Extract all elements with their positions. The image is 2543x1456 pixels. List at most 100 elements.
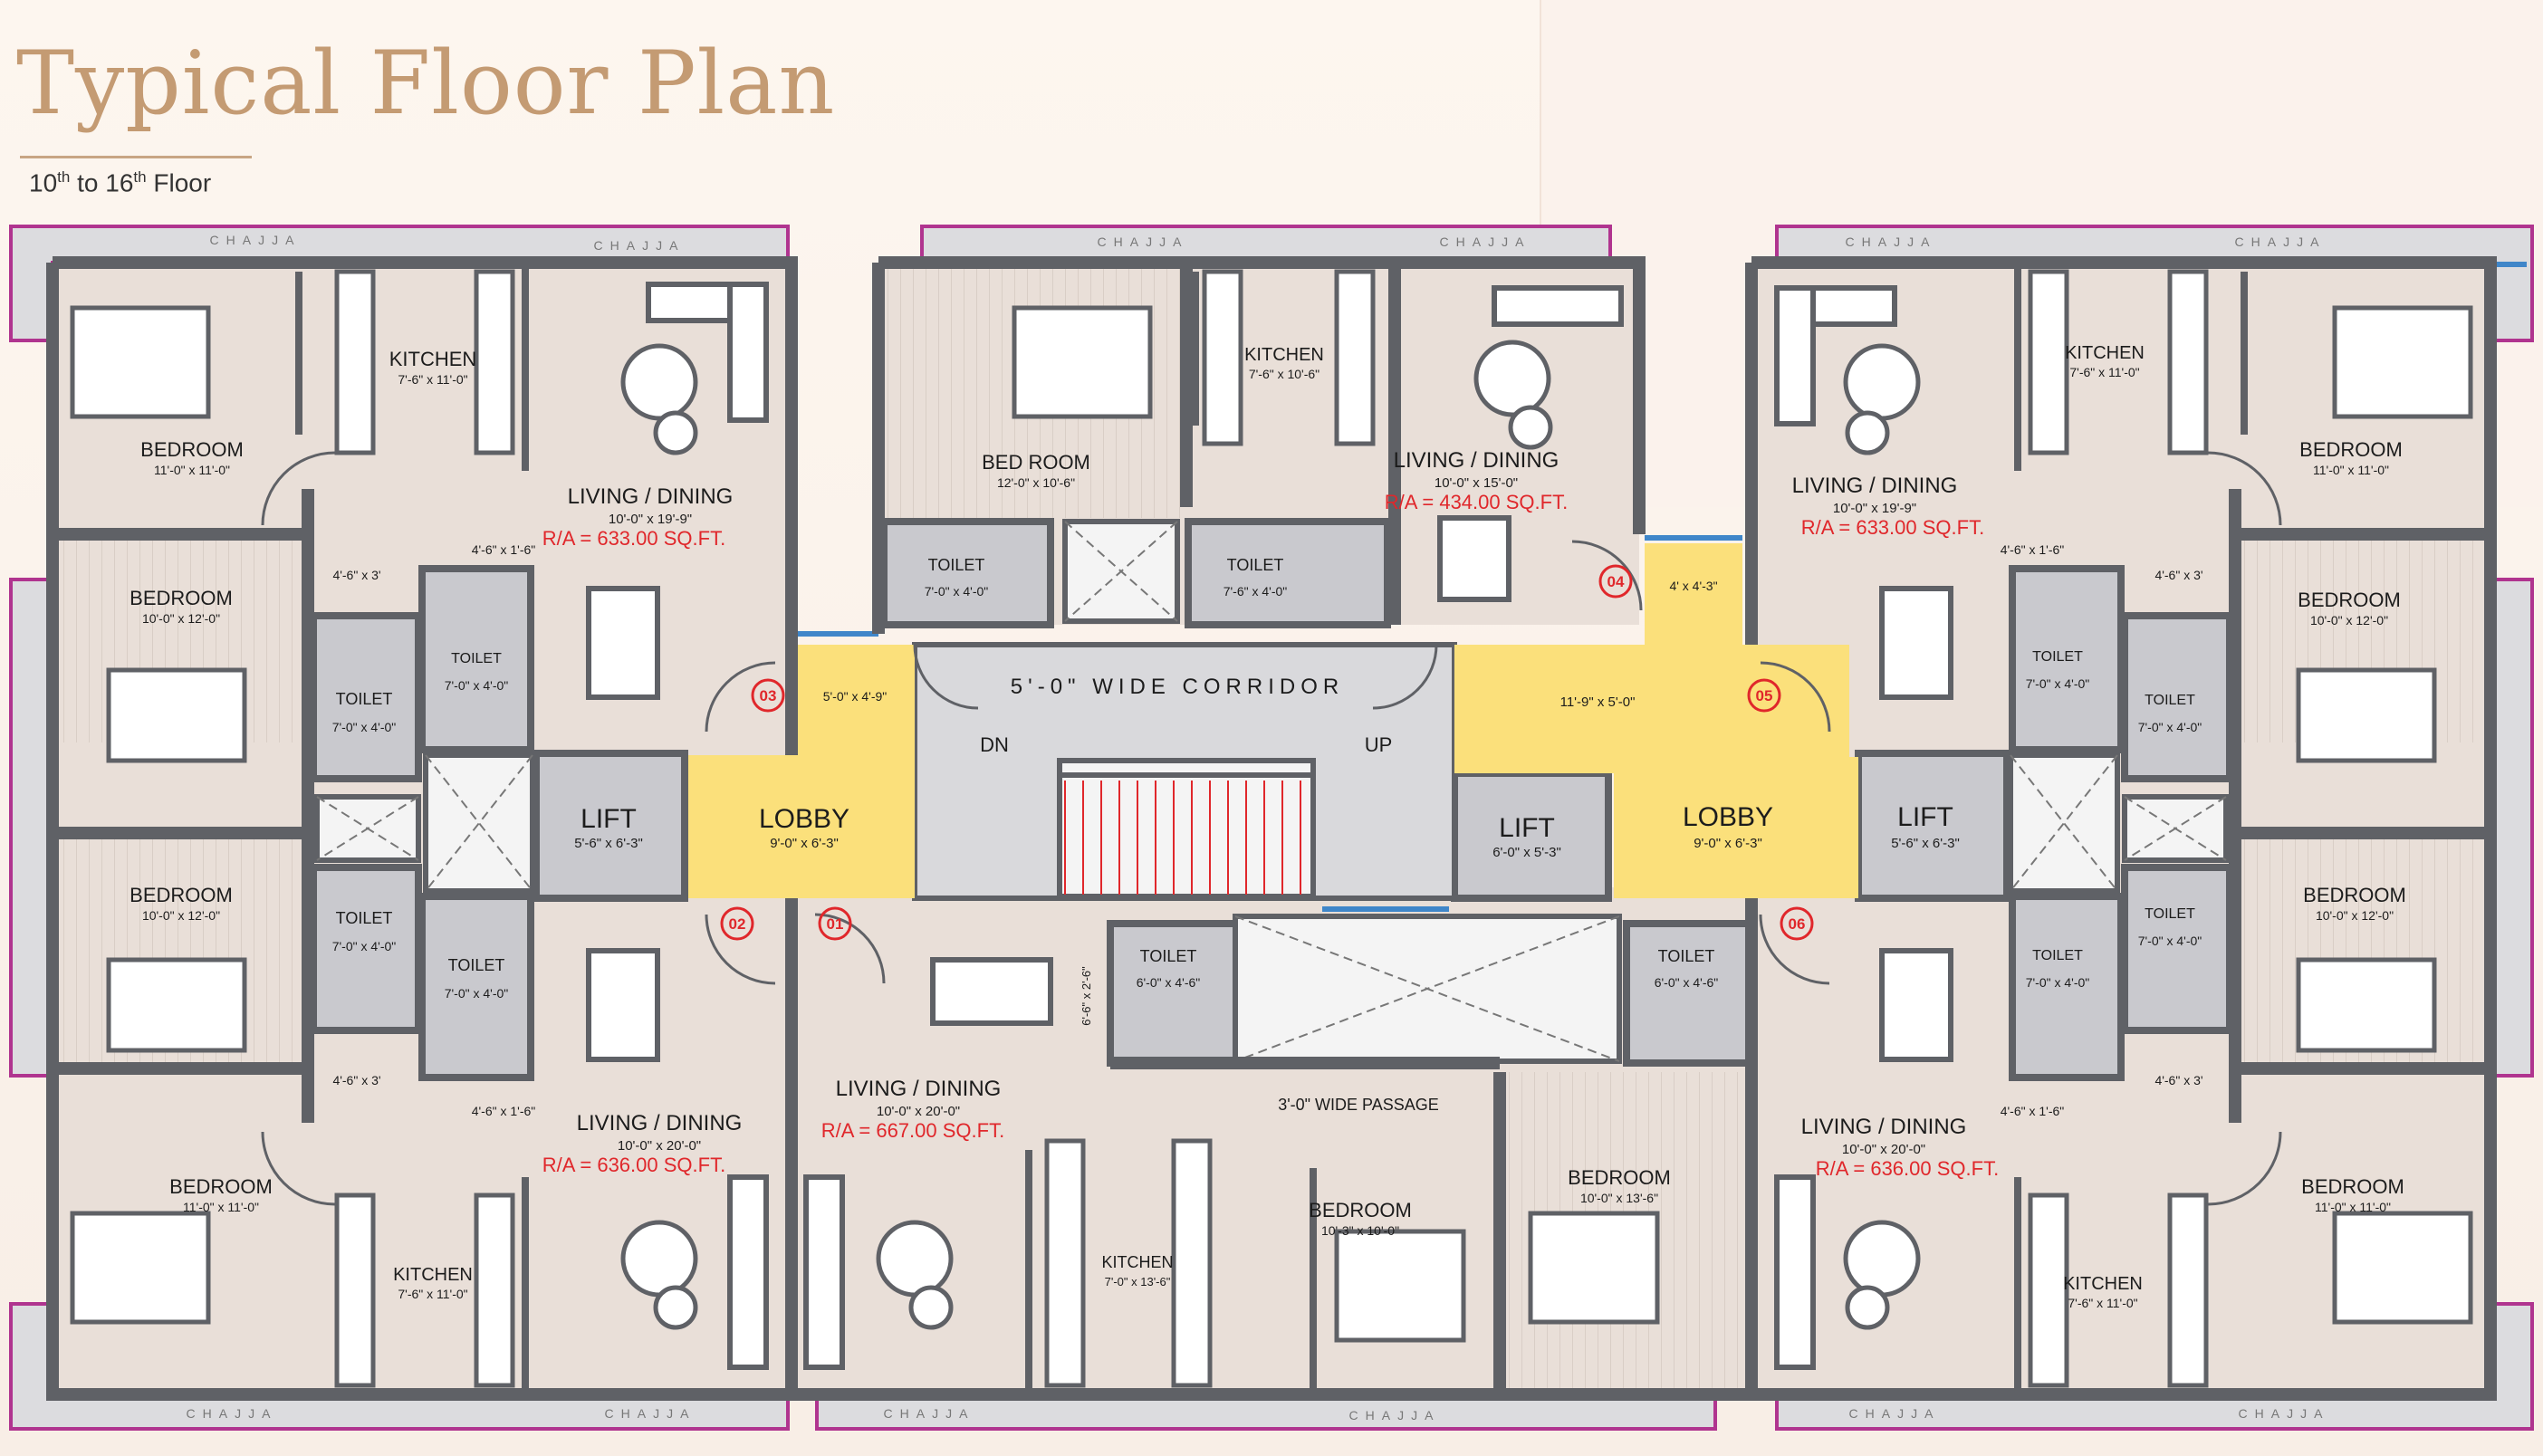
- room-dimension: 7'-6" x 11'-0": [2069, 365, 2139, 379]
- chajja-label: CHAJJA: [210, 233, 302, 247]
- flat-number: 02: [729, 915, 746, 933]
- room-dimension: 10'-0" x 12'-0": [2316, 908, 2394, 923]
- room-dimension: 7'-6" x 11'-0": [398, 1287, 467, 1301]
- room-dimension: 6'-0" x 5'-3": [1492, 845, 1561, 860]
- chajja-label: CHAJJA: [1849, 1406, 1941, 1421]
- flat-number: 04: [1607, 573, 1625, 590]
- room-name: TOILET: [1140, 947, 1197, 965]
- rentable-area: R/A = 667.00 SQ.FT.: [821, 1119, 1004, 1142]
- room-name: LIVING / DINING: [1792, 474, 1958, 498]
- balcony-dimension: 6'-6" x 2'-6": [1080, 966, 1093, 1026]
- room-dimension: 10'-0" x 12'-0": [2310, 613, 2388, 627]
- room-dimension: 10'-0" x 12'-0": [142, 908, 220, 923]
- beds: [70, 305, 2473, 1343]
- room-name: TOILET: [2145, 906, 2195, 922]
- flat-number-circles: [720, 564, 1814, 941]
- room-name: KITCHEN: [389, 348, 477, 370]
- room-dimension: 9'-0" x 6'-3": [770, 836, 839, 851]
- interior-walls: [295, 263, 2248, 1394]
- room-dimension: 9'-0" x 6'-3": [1694, 836, 1762, 851]
- room-dimension: 7'-0" x 4'-0": [2138, 934, 2202, 948]
- balcony-dimension: 4'-6" x 1'-6": [2001, 542, 2065, 557]
- lift-label: LIFT: [1499, 813, 1555, 843]
- room-name: BEDROOM: [1568, 1166, 1671, 1189]
- chajja-label: CHAJJA: [1098, 235, 1189, 249]
- walls: [46, 256, 2497, 1401]
- room-name: BED ROOM: [982, 451, 1090, 474]
- lift-label: LIFT: [1897, 802, 1953, 832]
- room-name: TOILET: [2145, 693, 2195, 708]
- chajja-label: CHAJJA: [1349, 1408, 1441, 1422]
- balcony-dimension: 4'-6" x 3': [2154, 568, 2202, 582]
- lobbies: [688, 543, 1858, 898]
- room-name: KITCHEN: [1101, 1253, 1173, 1271]
- room-name: BEDROOM: [2301, 1175, 2404, 1198]
- chajja-label: CHAJJA: [2239, 1406, 2330, 1421]
- round-tables: [620, 340, 1921, 1330]
- room-dimension: 12'-0" x 10'-6": [997, 475, 1075, 490]
- room-name: KITCHEN: [2063, 1274, 2143, 1294]
- rentable-area: R/A = 633.00 SQ.FT.: [1801, 516, 1984, 539]
- service-areas: [310, 518, 2233, 1081]
- room-dimension: 11'-0" x 11'-0": [2313, 463, 2389, 477]
- rentable-area: R/A = 636.00 SQ.FT.: [542, 1154, 725, 1176]
- room-dimension: 6'-0" x 4'-6": [1137, 975, 1201, 990]
- room-dimension: 10'-0" x 15'-0": [1435, 475, 1518, 491]
- room-dimension: 7'-6" x 11'-0": [398, 372, 467, 387]
- room-name: TOILET: [336, 690, 393, 708]
- room-name: TOILET: [928, 556, 985, 574]
- room-name: TOILET: [336, 909, 393, 927]
- room-name: BEDROOM: [130, 587, 233, 609]
- room-dimension: 5'-6" x 6'-3": [574, 836, 643, 851]
- room-dimension: 10'-0" x 19'-9": [1833, 501, 1916, 516]
- room-name: TOILET: [448, 956, 505, 974]
- chajja-label: CHAJJA: [1440, 235, 1531, 249]
- room-dimension: 11'-0" x 11'-0": [154, 463, 230, 477]
- room-dimension: 7'-0" x 4'-0": [332, 939, 397, 953]
- balcony-dimension: 4'-6" x 1'-6": [472, 1104, 536, 1118]
- chajja-label: CHAJJA: [884, 1406, 975, 1421]
- chajja-label: CHAJJA: [594, 238, 686, 253]
- chajja-label: CHAJJA: [187, 1406, 278, 1421]
- sofas: [646, 282, 1897, 1370]
- room-dimension: 7'-0" x 4'-0": [332, 720, 397, 734]
- room-dimension: 7'-6" x 10'-6": [1249, 367, 1319, 381]
- page-title: Typical Floor Plan: [16, 33, 836, 134]
- room-dimension: 7'-0" x 4'-0": [2026, 975, 2090, 990]
- room-dimension: 11'-0" x 11'-0": [183, 1200, 259, 1214]
- lobby-label: LOBBY: [1683, 802, 1773, 832]
- room-name: LIVING / DINING: [1801, 1115, 1967, 1139]
- room-dimension: 11'-9" x 5'-0": [1560, 694, 1636, 710]
- kitchen-counters: [334, 269, 2209, 1388]
- balcony-dimension: 4'-6" x 1'-6": [472, 542, 536, 557]
- room-name: TOILET: [1227, 556, 1284, 574]
- room-dimension: 10'-0" x 19'-9": [609, 512, 692, 527]
- room-name: TOILET: [2032, 649, 2083, 665]
- title-underline: [20, 156, 252, 158]
- passage-label: 3'-0" WIDE PASSAGE: [1278, 1096, 1439, 1114]
- room-name: BEDROOM: [1309, 1199, 1412, 1221]
- balcony-dimension: 4'-6" x 1'-6": [2001, 1104, 2065, 1118]
- room-name: LIVING / DINING: [1394, 448, 1559, 473]
- room-dimension: 4' x 4'-3": [1669, 579, 1717, 593]
- room-dimension: 7'-0" x 4'-0": [2138, 720, 2202, 734]
- chajja-label: CHAJJA: [1846, 235, 1937, 249]
- rentable-area: R/A = 633.00 SQ.FT.: [542, 527, 725, 550]
- room-dimension: 11'-0" x 11'-0": [2315, 1200, 2391, 1214]
- staircase: [1060, 772, 1313, 895]
- shaft-crosses: [316, 521, 2227, 1062]
- balcony-dimension: 4'-6" x 3': [332, 568, 380, 582]
- room-name: BEDROOM: [140, 438, 244, 461]
- balcony-dimension: 4'-6" x 3': [332, 1073, 380, 1087]
- rentable-area: R/A = 434.00 SQ.FT.: [1385, 491, 1568, 513]
- room-dimension: 10'-0" x 12'-0": [142, 611, 220, 626]
- room-dimension: 7'-0" x 4'-0": [2026, 676, 2090, 691]
- room-dimension: 5'-6" x 6'-3": [1891, 836, 1960, 851]
- room-name: BEDROOM: [2298, 589, 2401, 611]
- room-name: TOILET: [2032, 948, 2083, 963]
- flat-number: 01: [827, 915, 844, 933]
- door-swings: [261, 451, 2282, 1206]
- room-name: BEDROOM: [2299, 438, 2403, 461]
